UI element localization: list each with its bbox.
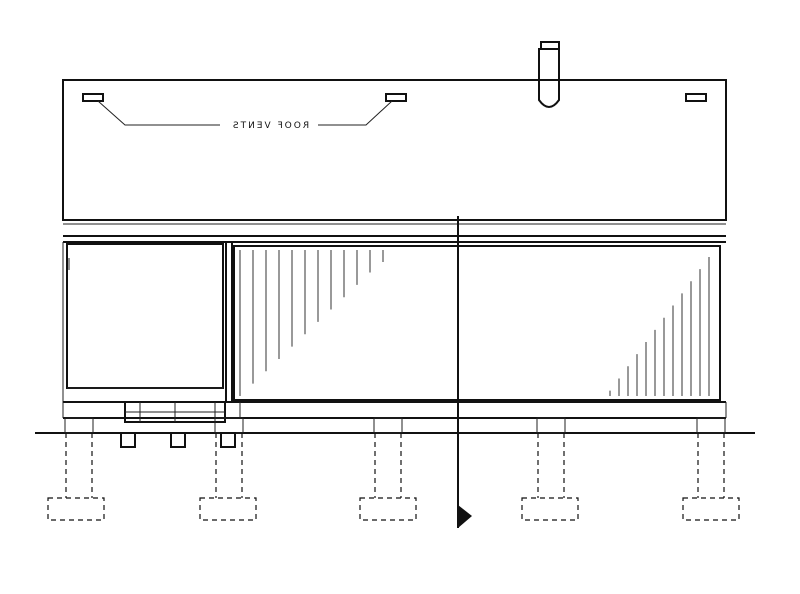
pier-footings	[47, 433, 740, 521]
wall-column	[225, 242, 233, 402]
pier-footing-2	[199, 433, 257, 521]
roof-vent-center	[385, 93, 407, 102]
roof-vent-left	[82, 93, 104, 102]
pier-footing-1	[47, 433, 105, 521]
pier-footing-3	[359, 433, 417, 521]
glass-panel-right	[457, 245, 721, 401]
roof-vents-label: ROOF VENTS	[231, 121, 309, 131]
glass-panel-left	[233, 245, 459, 401]
porch-opening	[62, 242, 224, 402]
fascia-band	[63, 235, 726, 243]
pier-footing-5	[682, 433, 740, 521]
roof-vents-leader-lines	[97, 100, 393, 126]
piers-above-grade	[64, 417, 726, 434]
pier-footing-4	[521, 433, 579, 521]
entry-steps	[124, 401, 226, 423]
foundation-band	[62, 401, 727, 419]
roof	[62, 79, 727, 225]
section-marker	[458, 505, 472, 528]
step-footings	[120, 432, 236, 448]
roof-vent-right	[685, 93, 707, 102]
chimney-stack	[538, 41, 560, 108]
